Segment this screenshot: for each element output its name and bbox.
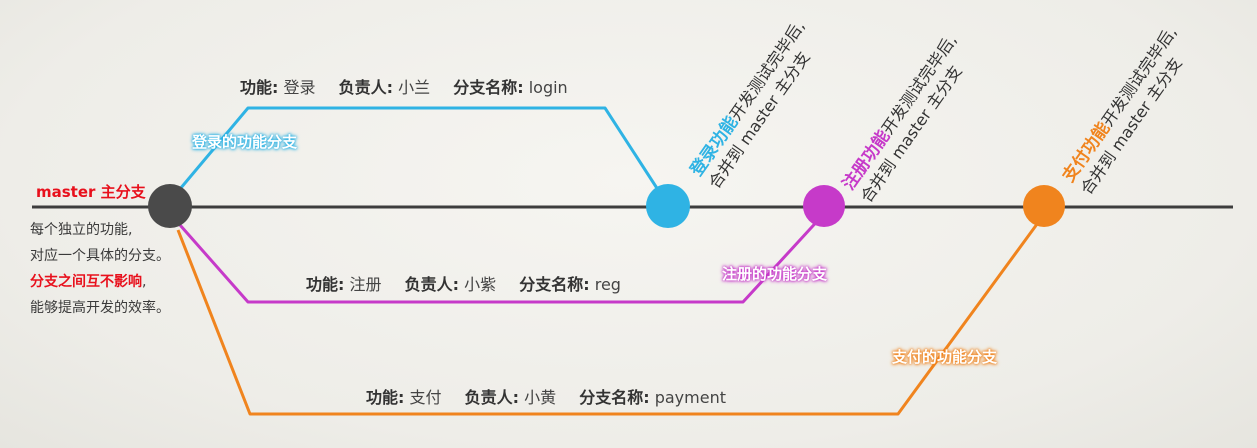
login-feature-value: 登录	[283, 78, 316, 97]
master-branch-label: master 主分支	[36, 183, 146, 201]
reg-feature-value: 注册	[349, 275, 382, 294]
reg-merge-node	[803, 185, 845, 227]
reg-owner-key: 负责人:	[404, 275, 460, 294]
login-branch-info: 功能: 登录 负责人: 小兰 分支名称: login	[240, 74, 568, 98]
login-branch-tag: 登录的功能分支	[192, 133, 298, 151]
master-note-line-4: 能够提高开发的效率。	[30, 300, 170, 316]
login-branch-line	[178, 106, 664, 197]
payment-owner-value: 小黄	[524, 388, 557, 407]
reg-branch-line	[178, 214, 824, 304]
master-note-highlight: 分支之间互不影响	[30, 274, 142, 290]
login-feature-key: 功能:	[240, 78, 279, 97]
master-note-comma: ,	[142, 274, 147, 290]
master-note-line-3: 分支之间互不影响,	[30, 271, 146, 291]
reg-name-value: reg	[594, 275, 621, 294]
login-owner-key: 负责人:	[338, 78, 394, 97]
reg-feature-key: 功能:	[306, 275, 345, 294]
reg-name-key: 分支名称:	[519, 275, 590, 294]
master-node	[148, 184, 192, 228]
payment-name-value: payment	[654, 388, 726, 407]
payment-feature-key: 功能:	[366, 388, 405, 407]
payment-branch-line	[176, 219, 1042, 416]
master-note-line-1: 每个独立的功能,	[30, 222, 133, 238]
payment-branch-tag: 支付的功能分支	[892, 348, 998, 366]
reg-owner-value: 小紫	[464, 275, 497, 294]
login-merge-node	[646, 184, 690, 228]
payment-owner-key: 负责人:	[464, 388, 520, 407]
master-note-line-2: 对应一个具体的分支。	[30, 248, 170, 264]
login-owner-value: 小兰	[398, 78, 431, 97]
reg-branch-tag: 注册的功能分支	[722, 265, 828, 283]
payment-branch-info: 功能: 支付 负责人: 小黄 分支名称: payment	[366, 384, 726, 408]
payment-merge-node	[1023, 185, 1065, 227]
payment-name-key: 分支名称:	[579, 388, 650, 407]
login-name-value: login	[528, 78, 568, 97]
payment-feature-value: 支付	[409, 388, 442, 407]
login-name-key: 分支名称:	[453, 78, 524, 97]
reg-branch-info: 功能: 注册 负责人: 小紫 分支名称: reg	[306, 271, 621, 295]
